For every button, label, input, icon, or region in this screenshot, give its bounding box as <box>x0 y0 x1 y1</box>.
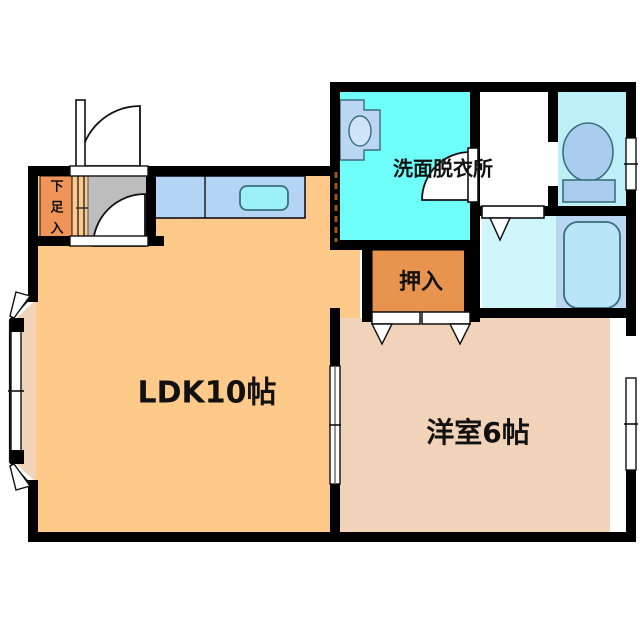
bathtub-group <box>556 214 628 314</box>
washroom-door[interactable] <box>421 147 479 203</box>
room-label-shoe-cabinet-char3: 入 <box>50 222 63 237</box>
wall-closet-top <box>362 240 480 250</box>
entrance-door[interactable] <box>69 99 149 177</box>
genkan-inner-door[interactable] <box>69 193 149 247</box>
bay-window-jamb-bottom <box>10 450 24 464</box>
wall-bedroom-top-right <box>470 308 630 318</box>
wall-bottom-ldk <box>28 532 340 542</box>
washroom-fixtures <box>339 99 381 161</box>
genkan-inner-door-threshold <box>69 235 149 247</box>
wall-washroom-top <box>330 82 636 92</box>
entrance-door-panel <box>75 99 86 171</box>
wall-ldk-right-upper <box>330 166 340 242</box>
toilet-fixtures <box>562 122 616 203</box>
wall-bath-left <box>470 206 480 318</box>
closet-door-left <box>371 311 421 325</box>
wall-top-ldk-left <box>28 166 72 176</box>
toilet-tank <box>562 179 616 203</box>
wall-closet-left <box>362 240 372 322</box>
wall-left-lower <box>28 480 38 542</box>
wall-left-upper <box>28 166 38 302</box>
closet-sliding-doors[interactable] <box>370 311 472 346</box>
bay-window-awning-top <box>9 291 32 319</box>
toilet-bowl <box>562 122 614 182</box>
wall-right-outer-top <box>626 82 636 140</box>
wall-washroom-left <box>330 82 340 166</box>
wall-right-outer-bottom <box>626 470 636 542</box>
western-room-floor <box>338 318 610 540</box>
wall-toilet-bottom <box>478 206 636 216</box>
washer-basin-drain <box>348 115 372 147</box>
closet-door-marker-left <box>370 323 394 346</box>
bay-window[interactable] <box>8 291 32 491</box>
wall-top-ldk-right <box>155 166 340 176</box>
room-label-ldk: LDK10帖 <box>137 376 276 411</box>
toilet-window[interactable] <box>624 137 638 191</box>
bath-door[interactable] <box>481 205 545 242</box>
kitchen-sink <box>239 185 289 211</box>
wall-toilet-left <box>548 82 558 142</box>
room-label-shoe-cabinet-char2: 足 <box>50 201 64 216</box>
wall-right-outer-mid <box>626 188 636 336</box>
room-label-closet: 押入 <box>399 269 443 295</box>
wall-toilet-left-lower <box>548 186 558 214</box>
entrance-door-threshold <box>69 165 149 177</box>
room-label-washroom: 洗面脱衣所 <box>393 157 493 181</box>
shoe-cabinet-box <box>39 175 73 243</box>
ldk-bedroom-sliding-door[interactable] <box>329 365 341 485</box>
bath-door-panel <box>481 205 545 219</box>
entrance-door-swing-arc <box>79 105 141 167</box>
bath-door-fold-marker <box>488 217 512 242</box>
closet-door-marker-right <box>448 323 472 346</box>
bay-window-awning-bottom <box>9 463 32 491</box>
bathtub <box>563 221 621 309</box>
room-label-western-room: 洋室6帖 <box>426 416 529 449</box>
ldk-floor <box>36 172 360 540</box>
wall-genkan-bottom-left <box>28 236 70 246</box>
bedroom-window[interactable] <box>624 377 638 471</box>
wall-genkan-right <box>146 166 156 246</box>
bay-window-jamb-top <box>10 318 24 332</box>
genkan-inner-door-arc <box>92 193 146 247</box>
washroom-door-arc <box>421 151 471 201</box>
closet-door-right <box>421 311 471 325</box>
washroom-door-panel <box>467 147 479 203</box>
kitchen-counter-group <box>154 175 306 219</box>
room-label-shoe-cabinet-char1: 下 <box>50 180 63 195</box>
wall-bottom-room <box>330 532 630 542</box>
